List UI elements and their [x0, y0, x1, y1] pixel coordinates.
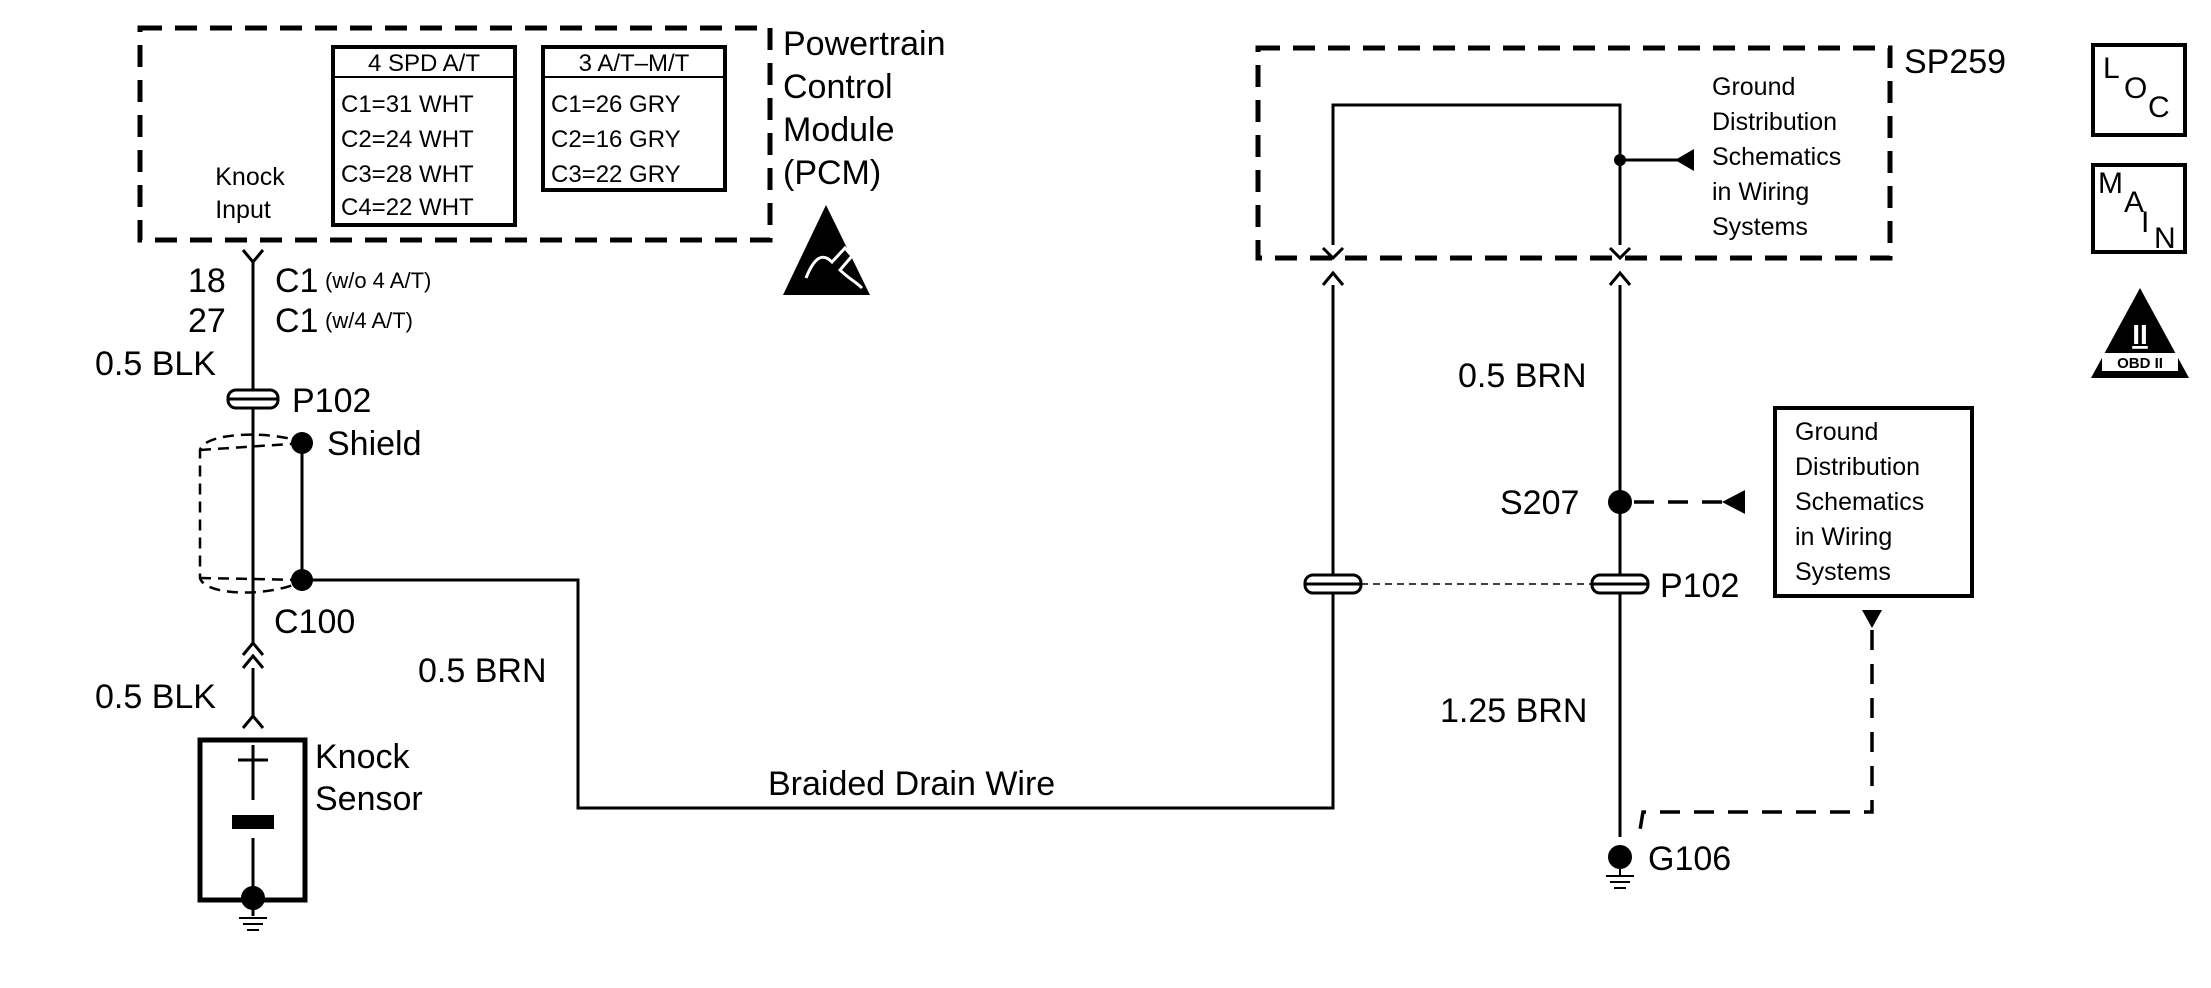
reference-arrow-icon: [1862, 610, 1882, 628]
pcm-title: Control: [783, 68, 893, 106]
esd-warning-icon: [783, 205, 870, 295]
ground-ref-right-text: Ground: [1795, 418, 1878, 446]
splice-label-s207: S207: [1500, 484, 1579, 522]
table-4spd-row: C3=28 WHT: [341, 161, 474, 188]
table-3at-row: C2=16 GRY: [551, 126, 681, 153]
ground-ref-top-text: Ground: [1712, 73, 1795, 101]
svg-text:N: N: [2154, 222, 2176, 255]
connector-label-c100: C100: [274, 603, 355, 641]
ground-ref-right-text: Systems: [1795, 558, 1891, 586]
svg-text:O: O: [2124, 72, 2147, 105]
ground-ref-right-text: Distribution: [1795, 453, 1920, 481]
knock-input-label: Input: [215, 196, 271, 224]
wire-label-1-25-brn: 1.25 BRN: [1440, 692, 1587, 730]
table-4spd-row: C2=24 WHT: [341, 126, 474, 153]
connector-p102-left: [226, 388, 280, 410]
knock-input-label: Knock: [215, 163, 285, 191]
table-3at-box: [541, 45, 727, 192]
pin-18-note: (w/o 4 A/T): [325, 268, 431, 293]
ground-symbol-icon: [1606, 869, 1634, 889]
obd-ii-icon[interactable]: II OBD II: [2091, 288, 2189, 378]
svg-text:L: L: [2103, 52, 2120, 85]
pcm-outline: [137, 25, 773, 243]
left-harness: 18 C1 (w/o 4 A/T) 27 C1 (w/4 A/T) 0.5 BL…: [95, 249, 1335, 931]
wire-label-0-5-blk-lower: 0.5 BLK: [95, 678, 216, 716]
reference-arrow-icon: [1675, 149, 1694, 171]
table-4spd-row: C4=22 WHT: [341, 194, 474, 221]
connector-c100: [241, 640, 265, 669]
table-3at-row: C1=26 GRY: [551, 91, 681, 118]
svg-text:OBD II: OBD II: [2117, 355, 2163, 372]
table-3at-row: C3=22 GRY: [551, 161, 681, 188]
table-4spd-row: C1=31 WHT: [341, 91, 474, 118]
wire-label-drain-0-5-brn: 0.5 BRN: [418, 652, 547, 690]
table-3at-header: 3 A/T–M/T: [579, 50, 690, 77]
knock-sensor: [197, 737, 308, 931]
pcm-title: Powertrain: [783, 25, 946, 63]
pcm-title: (PCM): [783, 154, 881, 192]
wire-label-0-5-blk: 0.5 BLK: [95, 345, 216, 383]
pin-27: 27: [188, 302, 226, 340]
svg-text:C: C: [2148, 91, 2170, 124]
connector-p102-right-drain: [1303, 573, 1363, 595]
ground-ref-top-text: Schematics: [1712, 143, 1841, 171]
right-harness: 0.5 BRN S207 P102 1.25 BRN Ground Distri…: [1303, 285, 1974, 889]
ground-ref-top-text: Distribution: [1712, 108, 1837, 136]
sp259-block: SP259 Ground Distribution Schematics in …: [1255, 43, 2006, 286]
braided-drain-wire-label: Braided Drain Wire: [768, 765, 1055, 803]
knock-sensor-label: Sensor: [315, 780, 423, 818]
pin-connector-c1: C1: [275, 262, 318, 300]
ground-ref-right-box: [1773, 406, 1974, 598]
ground-ref-top-text: in Wiring: [1712, 178, 1809, 206]
svg-text:I: I: [2141, 206, 2149, 239]
loc-icon[interactable]: L O C: [2091, 43, 2187, 137]
knock-sensor-label: Knock: [315, 738, 410, 776]
table-4spd-header: 4 SPD A/T: [368, 50, 480, 77]
pin-connector-c1: C1: [275, 302, 318, 340]
sp259-label: SP259: [1904, 43, 2006, 81]
reference-arrow-icon: [1722, 490, 1745, 514]
ground-ref-right-text: Schematics: [1795, 488, 1924, 516]
ground-ref-right-text: in Wiring: [1795, 523, 1892, 551]
wire-label-0-5-brn-right: 0.5 BRN: [1458, 357, 1587, 395]
splice-s207-dot: [1608, 490, 1632, 514]
pcm-title: Module: [783, 111, 895, 149]
pcm-module: 4 SPD A/T C1=31 WHT C2=24 WHT C3=28 WHT …: [137, 25, 946, 295]
ground-ref-top-text: Systems: [1712, 213, 1808, 241]
connector-label-p102: P102: [292, 382, 371, 420]
shield-label: Shield: [327, 425, 422, 463]
svg-text:II: II: [2132, 319, 2148, 350]
ground-g106-dot: [1608, 845, 1632, 869]
sp259-outline: [1255, 45, 1893, 261]
shield-splice-dot: [291, 432, 313, 454]
ground-label-g106: G106: [1648, 840, 1731, 878]
pin-27-note: (w/4 A/T): [325, 308, 413, 333]
svg-text:A: A: [2124, 186, 2144, 219]
svg-text:M: M: [2098, 167, 2123, 200]
main-icon[interactable]: M A I N: [2091, 163, 2187, 255]
ground-symbol-icon: [239, 917, 267, 931]
drain-wire: [302, 578, 1335, 810]
shield-cylinder: [198, 433, 306, 594]
pin-18: 18: [188, 262, 226, 300]
connector-label-p102-right: P102: [1660, 567, 1739, 605]
connector-p102-right: [1590, 573, 1650, 595]
